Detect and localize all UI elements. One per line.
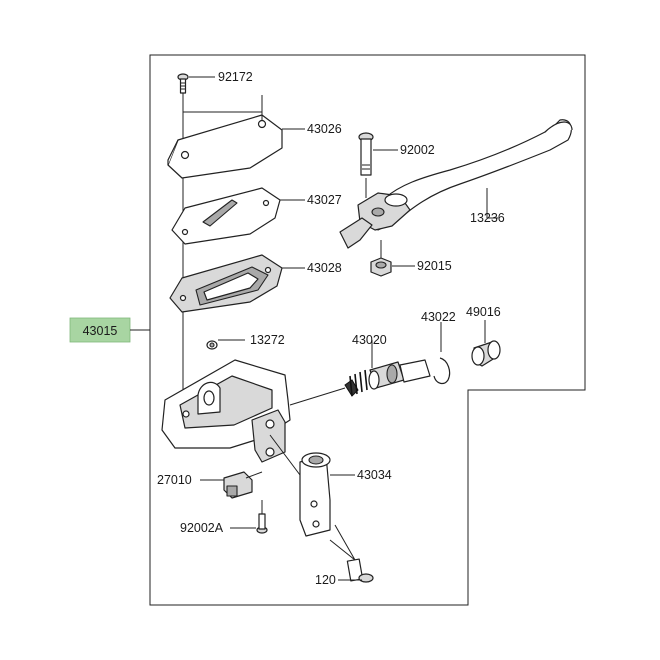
- assembly-label-43015[interactable]: 43015: [69, 317, 131, 343]
- part-label-120[interactable]: 120: [315, 573, 336, 587]
- part-label-13236[interactable]: 13236: [470, 211, 505, 225]
- pivot-nut-drawing: [370, 240, 392, 277]
- clamp-bolt-drawing: [329, 524, 374, 583]
- part-label-13272[interactable]: 13272: [250, 333, 285, 347]
- clamp-holder-drawing: [299, 452, 331, 537]
- part-label-49016[interactable]: 49016: [466, 305, 501, 319]
- part-label-43020[interactable]: 43020: [352, 333, 387, 347]
- part-label-92015[interactable]: 92015: [417, 259, 452, 273]
- switch-screw-drawing: [256, 500, 268, 534]
- part-label-92172[interactable]: 92172: [218, 70, 253, 84]
- part-label-43034[interactable]: 43034: [357, 468, 392, 482]
- brake-lever-drawing: [339, 119, 573, 249]
- guide-line-piston: [289, 387, 346, 406]
- bleeder-cap-drawing: [206, 340, 218, 350]
- reservoir-cap-drawing: [167, 114, 283, 179]
- diaphragm-drawing: [169, 254, 283, 313]
- part-label-43028[interactable]: 43028: [307, 261, 342, 275]
- part-label-43026[interactable]: 43026: [307, 122, 342, 136]
- part-label-27010[interactable]: 27010: [157, 473, 192, 487]
- part-label-43027[interactable]: 43027: [307, 193, 342, 207]
- brake-switch-drawing: [223, 471, 263, 499]
- pivot-bolt-drawing: [358, 132, 374, 198]
- screw-top-drawing: [177, 73, 189, 94]
- part-label-92002[interactable]: 92002: [400, 143, 435, 157]
- assembly-outline: [149, 54, 586, 606]
- cap-plate-drawing: [171, 187, 281, 245]
- dust-boot-drawing: [471, 340, 501, 367]
- master-cylinder-drawing: [161, 359, 291, 463]
- piston-kit-drawing: [344, 340, 431, 397]
- assembly-label-text: 43015: [83, 324, 118, 338]
- part-label-43022[interactable]: 43022: [421, 310, 456, 324]
- circlip-drawing: [433, 357, 451, 385]
- part-label-92002A[interactable]: 92002A: [180, 521, 224, 535]
